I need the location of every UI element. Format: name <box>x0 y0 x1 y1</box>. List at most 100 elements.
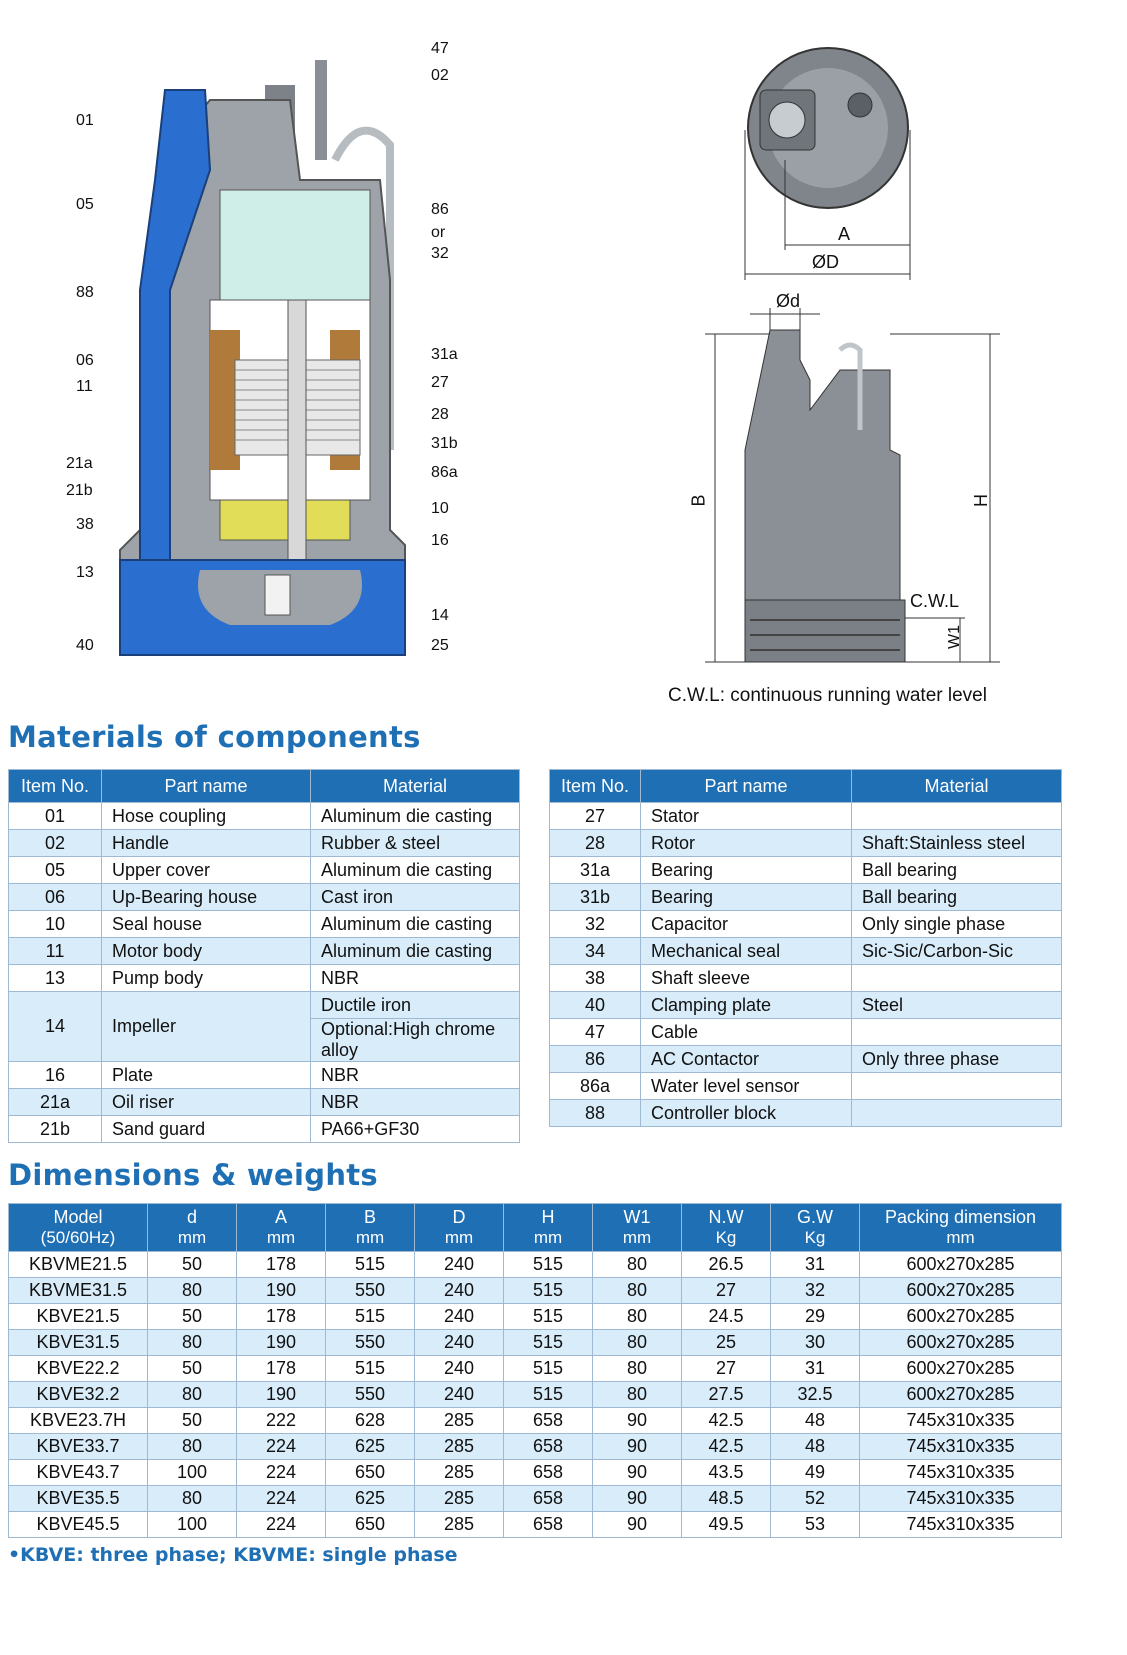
table-cell: 224 <box>236 1459 326 1486</box>
table-cell: 90 <box>592 1485 682 1512</box>
dim-label-h: H <box>971 494 991 507</box>
col-header-unit: mm <box>355 1228 385 1247</box>
table-cell: 50 <box>147 1251 237 1278</box>
table-cell: 100 <box>147 1459 237 1486</box>
cell-material <box>851 1018 1062 1046</box>
table-cell: 515 <box>503 1251 593 1278</box>
table-cell: 100 <box>147 1511 237 1538</box>
cell-material: Rubber & steel <box>310 829 520 857</box>
cell-material <box>851 1099 1062 1127</box>
table-cell: 80 <box>147 1381 237 1408</box>
col-material: Material <box>310 769 520 803</box>
cell-model: KBVE23.7H <box>8 1407 148 1434</box>
dim-label-w1: W1 <box>946 625 963 649</box>
cell-model: KBVE31.5 <box>8 1329 148 1356</box>
cell-part: AC Contactor <box>640 1045 852 1073</box>
table-cell: 90 <box>592 1459 682 1486</box>
table-cell: 50 <box>147 1407 237 1434</box>
pump-top-view <box>744 47 911 280</box>
callout-86a: 86a <box>431 464 458 481</box>
table-cell: 658 <box>503 1433 593 1460</box>
col-header-name: Model <box>53 1207 103 1227</box>
cell-no: 06 <box>8 883 102 911</box>
table-cell: 178 <box>236 1303 326 1330</box>
table-cell: 658 <box>503 1485 593 1512</box>
cell-part: Handle <box>101 829 311 857</box>
table-cell: 24.5 <box>681 1303 771 1330</box>
cell-model: KBVE35.5 <box>8 1485 148 1512</box>
cell-part: Bearing <box>640 856 852 884</box>
col-part-name: Part name <box>640 769 852 803</box>
col-header-name: N.W <box>708 1207 744 1227</box>
cell-part: Bearing <box>640 883 852 911</box>
cell-material: Steel <box>851 991 1062 1019</box>
cell-material: Shaft:Stainless steel <box>851 829 1062 857</box>
callout-01: 01 <box>76 112 94 129</box>
table-cell: 29 <box>770 1303 860 1330</box>
table-cell: 90 <box>592 1511 682 1538</box>
callout-28: 28 <box>431 406 449 423</box>
cell-material <box>851 1072 1062 1100</box>
dim-label-cwl: C.W.L <box>910 591 960 611</box>
table-cell: 745x310x335 <box>859 1511 1062 1538</box>
table-cell: 658 <box>503 1407 593 1434</box>
col-header-name: H <box>541 1207 555 1227</box>
table-cell: 240 <box>414 1251 504 1278</box>
cell-model: KBVE22.2 <box>8 1355 148 1382</box>
dim-label-a: A <box>838 224 851 244</box>
callout-31a: 31a <box>431 346 458 363</box>
cell-model: KBVME31.5 <box>8 1277 148 1304</box>
table-cell: 42.5 <box>681 1407 771 1434</box>
callout-10: 10 <box>431 500 449 517</box>
table-cell: 240 <box>414 1329 504 1356</box>
col-header-name: D <box>452 1207 466 1227</box>
table-cell: 80 <box>147 1485 237 1512</box>
cell-part: Motor body <box>101 937 311 965</box>
cell-material: Ball bearing <box>851 883 1062 911</box>
table-cell: 190 <box>236 1381 326 1408</box>
table-cell: 80 <box>147 1277 237 1304</box>
cell-material: Aluminum die casting <box>310 937 520 965</box>
col-item-no: Item No. <box>549 769 641 803</box>
table-cell: 600x270x285 <box>859 1303 1062 1330</box>
table-cell: 80 <box>147 1329 237 1356</box>
callout-47: 47 <box>431 40 449 57</box>
table-cell: 190 <box>236 1277 326 1304</box>
cell-part: Rotor <box>640 829 852 857</box>
cell-no: 40 <box>549 991 641 1019</box>
table-cell: 600x270x285 <box>859 1381 1062 1408</box>
cell-material <box>851 964 1062 992</box>
cell-material <box>851 802 1062 830</box>
table-cell: 515 <box>503 1303 593 1330</box>
col-header-name: B <box>363 1207 376 1227</box>
table-cell: 240 <box>414 1277 504 1304</box>
table-cell: 515 <box>503 1277 593 1304</box>
table-cell: 285 <box>414 1407 504 1434</box>
table-cell: 240 <box>414 1355 504 1382</box>
table-cell: 50 <box>147 1303 237 1330</box>
table-cell: 50 <box>147 1355 237 1382</box>
cell-part: Shaft sleeve <box>640 964 852 992</box>
table-cell: 285 <box>414 1485 504 1512</box>
table-cell: 515 <box>503 1381 593 1408</box>
table-cell: 48 <box>770 1407 860 1434</box>
table-cell: 222 <box>236 1407 326 1434</box>
callout-25: 25 <box>431 637 449 654</box>
cell-part: Up-Bearing house <box>101 883 311 911</box>
cell-material: Aluminum die casting <box>310 802 520 830</box>
col-header-name: A <box>274 1207 287 1227</box>
table-cell: 31 <box>770 1251 860 1278</box>
